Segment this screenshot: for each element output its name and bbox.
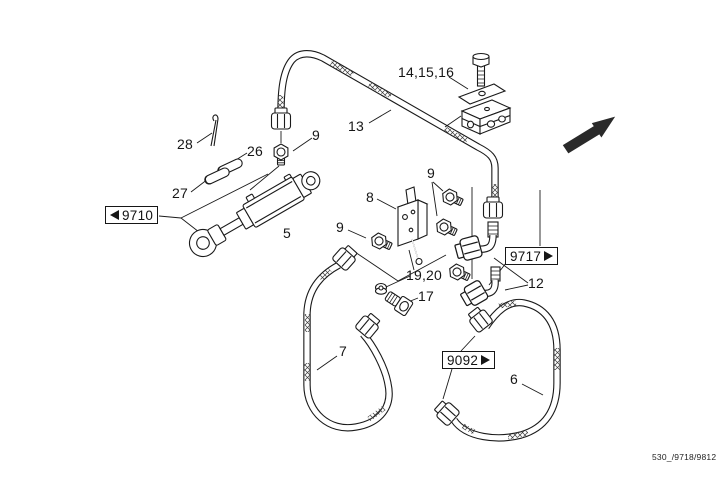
callout-8: 8 bbox=[366, 189, 374, 205]
callout-7: 7 bbox=[339, 343, 347, 359]
nut-19-20 bbox=[374, 282, 388, 295]
ref-arrow-right-icon bbox=[544, 251, 554, 261]
ref-arrow-left-icon bbox=[110, 210, 119, 220]
hose-13-drawing bbox=[277, 50, 499, 201]
elbow-fitting-12-lower bbox=[457, 266, 501, 310]
clamp-assembly-14-15-16 bbox=[457, 52, 512, 135]
callout-17: 17 bbox=[418, 288, 434, 304]
hose-6-drawing bbox=[450, 298, 561, 442]
callout-9-mid: 9 bbox=[427, 165, 435, 181]
adapter-fitting-9 bbox=[273, 143, 289, 166]
adapter-fitting-9 bbox=[368, 230, 395, 254]
callout-19-20: 19,20 bbox=[406, 267, 443, 283]
pin-27 bbox=[202, 166, 232, 186]
hose-nut bbox=[270, 107, 292, 130]
ref-box-code: 9717 bbox=[510, 248, 542, 264]
ref-box-code: 9710 bbox=[122, 207, 154, 223]
callout-9-top: 9 bbox=[312, 127, 320, 143]
valve-block-8 bbox=[396, 186, 429, 266]
cylinder-drawing bbox=[188, 171, 321, 258]
callout-12: 12 bbox=[528, 275, 544, 291]
hose-nut bbox=[354, 310, 384, 340]
ref-box-9092[interactable]: 9092 bbox=[442, 351, 496, 369]
direction-arrow-icon bbox=[562, 116, 616, 154]
ref-box-code: 9092 bbox=[447, 352, 479, 368]
elbow-fitting-12-upper bbox=[453, 221, 499, 264]
cotter-pin-28 bbox=[210, 114, 219, 147]
callout-9-left: 9 bbox=[336, 219, 344, 235]
ref-arrow-right-icon bbox=[481, 355, 491, 365]
callout-5: 5 bbox=[283, 225, 291, 241]
adapter-fitting-9 bbox=[433, 216, 460, 240]
leader-lines bbox=[158, 76, 544, 400]
ref-box-9717[interactable]: 9717 bbox=[505, 247, 559, 265]
hose-nut bbox=[482, 196, 504, 219]
callout-14-15-16: 14,15,16 bbox=[398, 64, 455, 80]
hose-nut bbox=[464, 304, 494, 334]
callout-28: 28 bbox=[177, 136, 193, 152]
hose-7-drawing bbox=[303, 261, 393, 432]
figure-code: 530_/9718/9812 bbox=[652, 452, 717, 462]
ref-box-9710[interactable]: 9710 bbox=[105, 206, 159, 224]
bolt-17 bbox=[384, 291, 414, 317]
adapter-fitting-9 bbox=[439, 186, 466, 210]
callout-13: 13 bbox=[348, 118, 364, 134]
callout-27: 27 bbox=[172, 185, 188, 201]
adapter-fitting-9 bbox=[446, 261, 473, 285]
callout-26: 26 bbox=[247, 143, 263, 159]
callout-6: 6 bbox=[510, 371, 518, 387]
